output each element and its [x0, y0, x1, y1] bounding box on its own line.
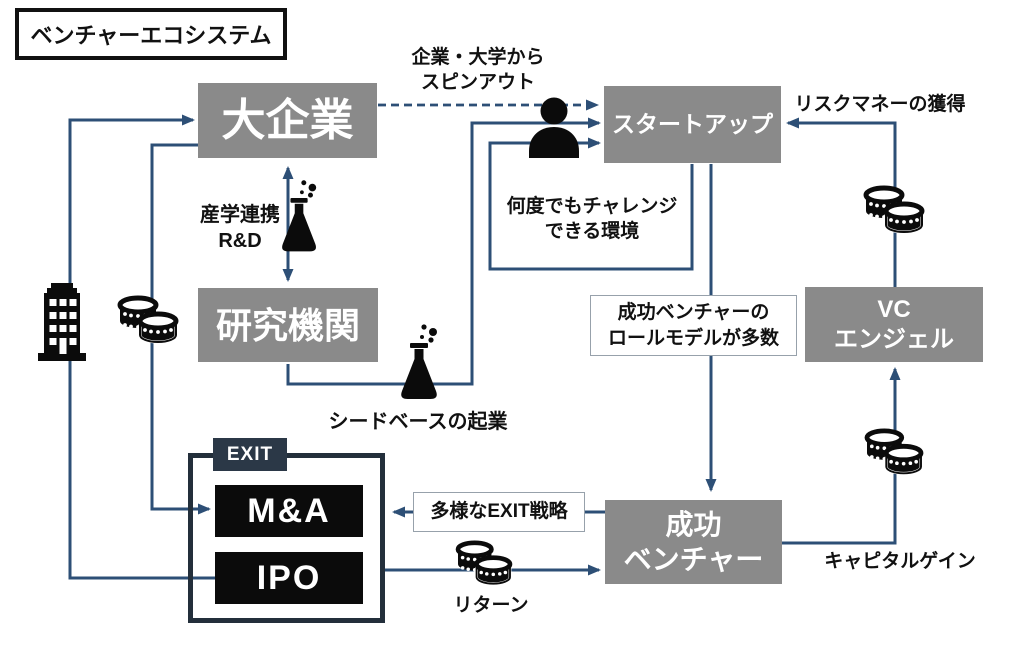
arrow-vc-to-startup [786, 117, 897, 288]
arrow-research-to-startup [286, 117, 601, 386]
label-industry-academia-line1: 産学連携 [200, 204, 280, 226]
label-risk-money: リスクマネーの獲得 [794, 94, 966, 115]
callout-role-model: 成功ベンチャーの ロールモデルが多数 [590, 295, 797, 356]
label-industry-academia-rd: 産学連携 R&D [168, 202, 312, 254]
exit-tab-label: EXIT [226, 443, 274, 465]
label-spinout-line1: 企業・大学から [411, 47, 545, 68]
node-ipo: IPO [215, 552, 363, 604]
node-vc-angel-line2: エンジェル [834, 325, 954, 353]
callout-exit-strategy-label: 多様なEXIT戦略 [430, 501, 568, 523]
node-research-institute-label: 研究機関 [215, 304, 360, 346]
arrow-challenge-loop [488, 137, 694, 271]
node-vc-angel-line1: VC [877, 295, 911, 323]
exit-tab: EXIT [213, 438, 287, 471]
label-spinout: 企業・大学から スピンアウト [380, 46, 576, 95]
label-seed-base: シードベースの起業 [328, 411, 508, 433]
node-success-venture-line2: ベンチャー [623, 544, 764, 575]
coin-stack-icon [866, 188, 922, 232]
label-industry-academia-line2: R&D [218, 230, 262, 252]
label-challenge-line1: 何度でもチャレンジ [506, 196, 678, 217]
node-research-institute: 研究機関 [198, 288, 378, 362]
node-large-company-label: 大企業 [221, 96, 354, 145]
coin-stack-icon [120, 298, 176, 342]
node-success-venture: 成功 ベンチャー [605, 500, 782, 584]
diagram-title: ベンチャーエコシステム [15, 8, 287, 60]
callout-role-model-line1: 成功ベンチャーの [617, 301, 770, 323]
node-ma-label: M&A [247, 491, 331, 530]
arrow-capital-gain-to-vc [782, 367, 901, 545]
label-challenge-line2: できる環境 [544, 220, 640, 242]
node-success-venture-line1: 成功 [665, 509, 722, 540]
label-capital-gain: キャピタルゲイン [824, 551, 976, 572]
callout-role-model-line2: ロールモデルが多数 [607, 327, 779, 349]
callout-exit-strategy: 多様なEXIT戦略 [413, 492, 585, 532]
flask-icon [401, 324, 437, 399]
person-icon [529, 97, 579, 158]
node-large-company: 大企業 [198, 83, 377, 158]
label-challenge-environment: 何度でもチャレンジ できる環境 [496, 195, 688, 244]
label-return: リターン [453, 595, 529, 616]
node-vc-angel: VC エンジェル [805, 287, 983, 362]
node-ma: M&A [215, 485, 363, 537]
coin-stack-icon [458, 543, 510, 584]
building-icon [38, 283, 86, 361]
node-startup: スタートアップ [604, 86, 781, 163]
label-spinout-line2: スピンアウト [420, 71, 535, 93]
node-startup-label: スタートアップ [612, 111, 773, 138]
node-ipo-label: IPO [256, 558, 322, 597]
coin-stack-icon [867, 431, 921, 473]
